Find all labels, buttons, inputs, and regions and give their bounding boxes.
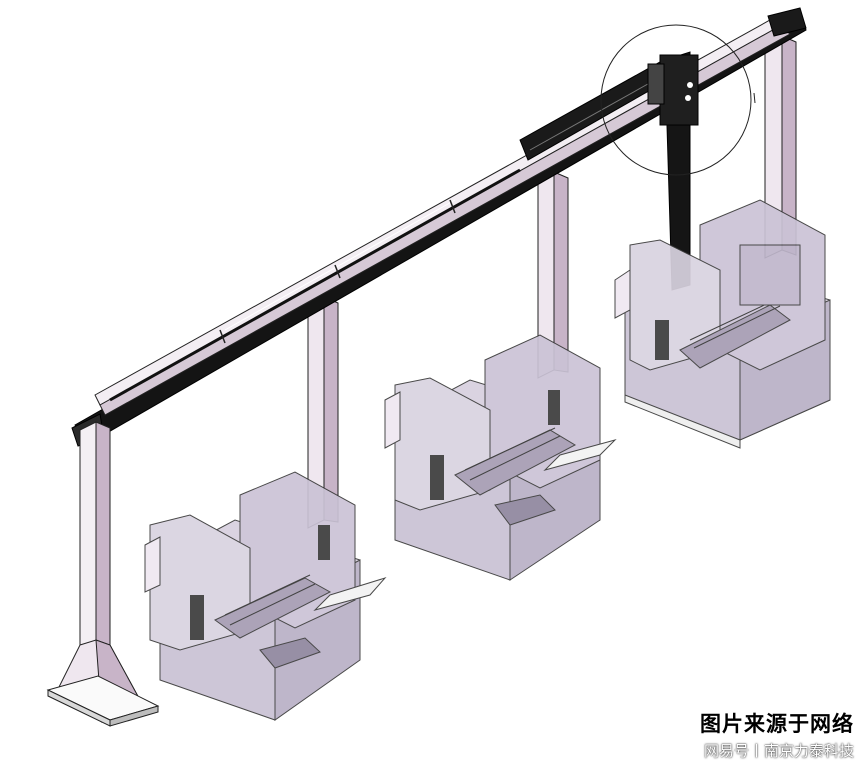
support-column-right [764, 35, 797, 259]
machine-tool-left [144, 471, 387, 721]
watermark-publisher-text: 网易号丨南京力泰科技 [703, 742, 854, 760]
watermark-source-text: 图片来源于网络 [700, 712, 854, 736]
detail-callout-circle [600, 24, 752, 176]
machine-tool-middle [384, 334, 617, 581]
robot-z-axis [647, 51, 699, 291]
support-column-left [46, 421, 160, 727]
machine-tool-right [614, 199, 831, 449]
gantry-beam [71, 7, 807, 447]
watermark: 图片来源于网络 网易号丨南京力泰科技 [700, 708, 854, 761]
